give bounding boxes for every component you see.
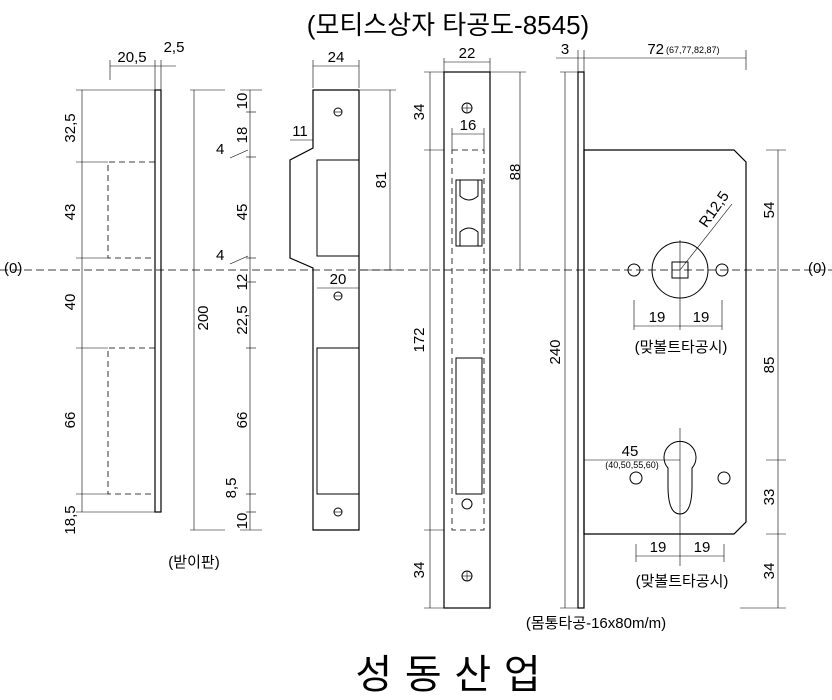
- page-title: (모티스상자 타공도-8545): [307, 10, 589, 40]
- dim-strike-v4: 66: [62, 412, 79, 429]
- bolt-label-top: (맞볼트타공시): [635, 339, 728, 356]
- dim-spacing-l2: 19: [650, 539, 667, 556]
- dim-right-4: 34: [761, 563, 778, 580]
- faceplate-view: 22 16 34 172 34 88: [411, 45, 526, 609]
- body-drill-label: (몸통타공-16x80m/m): [526, 615, 666, 632]
- zero-label-right: (0): [808, 260, 826, 277]
- dim-strike-overall: 200: [195, 305, 212, 330]
- zero-label-left: (0): [4, 260, 22, 277]
- dim-spacing-l1: 19: [649, 309, 666, 326]
- strike-plate-front: 24 11 20 81: [289, 49, 396, 531]
- strike-lower-pocket: [107, 347, 155, 495]
- bolt-hole-left-bottom: [629, 471, 643, 485]
- dim-spacing-r1: 19: [693, 309, 710, 326]
- dim-spacing-r2: 19: [694, 539, 711, 556]
- dim-plate-r8: 10: [234, 513, 251, 530]
- body-outline: [583, 149, 747, 535]
- dim-strike-v2: 43: [62, 204, 79, 221]
- bolt-hole-right-bottom: [717, 471, 731, 485]
- strike-plate-outline: [289, 89, 360, 531]
- company-name: 성 동 산 업: [355, 652, 540, 698]
- dim-body-depth-options: (67,77,82,87): [666, 45, 720, 55]
- dim-notch-a: 4: [216, 141, 224, 158]
- dim-body-face: 3: [561, 41, 569, 58]
- strike-plate-side: [154, 89, 162, 513]
- dim-plate-r1: 10: [234, 93, 251, 110]
- dim-face-upper: 88: [507, 164, 524, 181]
- dim-plate-r4: 12: [234, 274, 251, 291]
- lock-body-view: R12,5 19 19 (맞볼트타공시) 45 (40,50,55,60) 19…: [526, 41, 786, 632]
- dim-plate-width: 24: [328, 49, 345, 66]
- strike-plate-view: 20,5 2,5 32,5 43 40 66 18,5 200 10 18 45: [62, 39, 262, 571]
- dim-plate-inner: 20: [330, 271, 347, 288]
- strike-lower-opening: [316, 347, 360, 495]
- dim-face-middle: 172: [411, 327, 428, 352]
- faceplate-outline: [443, 71, 491, 609]
- bolt-hole-left-top: [627, 263, 641, 277]
- face-screw-middle: [461, 498, 473, 510]
- dim-plate-r7: 8,5: [223, 478, 240, 499]
- dim-plate-height: 81: [373, 172, 390, 189]
- dim-face-inner: 16: [460, 117, 477, 134]
- bolt-label-bottom: (맞볼트타공시): [636, 573, 729, 590]
- dim-body-depth: 72: [647, 41, 664, 58]
- dim-strike-width-b: 2,5: [164, 39, 185, 56]
- dim-body-height: 240: [547, 339, 564, 364]
- dim-plate-r3: 45: [234, 204, 251, 221]
- dim-right-1: 54: [761, 202, 778, 219]
- dim-right-3: 33: [761, 489, 778, 506]
- cylinder-outline: [663, 440, 697, 515]
- dim-plate-r5: 22,5: [234, 305, 251, 334]
- latch-curve-top: [459, 180, 479, 201]
- dim-strike-v3: 40: [62, 294, 79, 311]
- dim-backset: 45: [622, 443, 639, 460]
- latch-opening: [455, 179, 483, 247]
- dim-right-2: 85: [761, 357, 778, 374]
- dim-radius: R12,5: [696, 188, 733, 231]
- dim-notch-b: 4: [216, 247, 224, 264]
- dim-face-top: 34: [411, 104, 428, 121]
- dim-plate-r6: 66: [234, 412, 251, 429]
- body-faceplate-side: [577, 71, 585, 609]
- bolt-hole-right-top: [715, 263, 729, 277]
- strike-upper-opening: [316, 159, 360, 257]
- dim-plate-notch: 11: [292, 123, 308, 140]
- dim-strike-v1: 32,5: [62, 113, 79, 142]
- dim-strike-v5: 18,5: [62, 505, 79, 534]
- dim-face-width: 22: [459, 45, 476, 62]
- bolt-opening: [455, 357, 483, 495]
- dim-strike-width-a: 20,5: [117, 49, 146, 66]
- dim-plate-r2: 18: [234, 127, 251, 144]
- latch-curve-bottom: [459, 227, 479, 246]
- strike-plate-label: (받이판): [168, 554, 219, 571]
- dim-backset-options: (40,50,55,60): [605, 460, 659, 470]
- faceplate-body-outline: [451, 149, 485, 531]
- strike-upper-pocket: [107, 161, 155, 259]
- dim-face-bottom: 34: [411, 562, 428, 579]
